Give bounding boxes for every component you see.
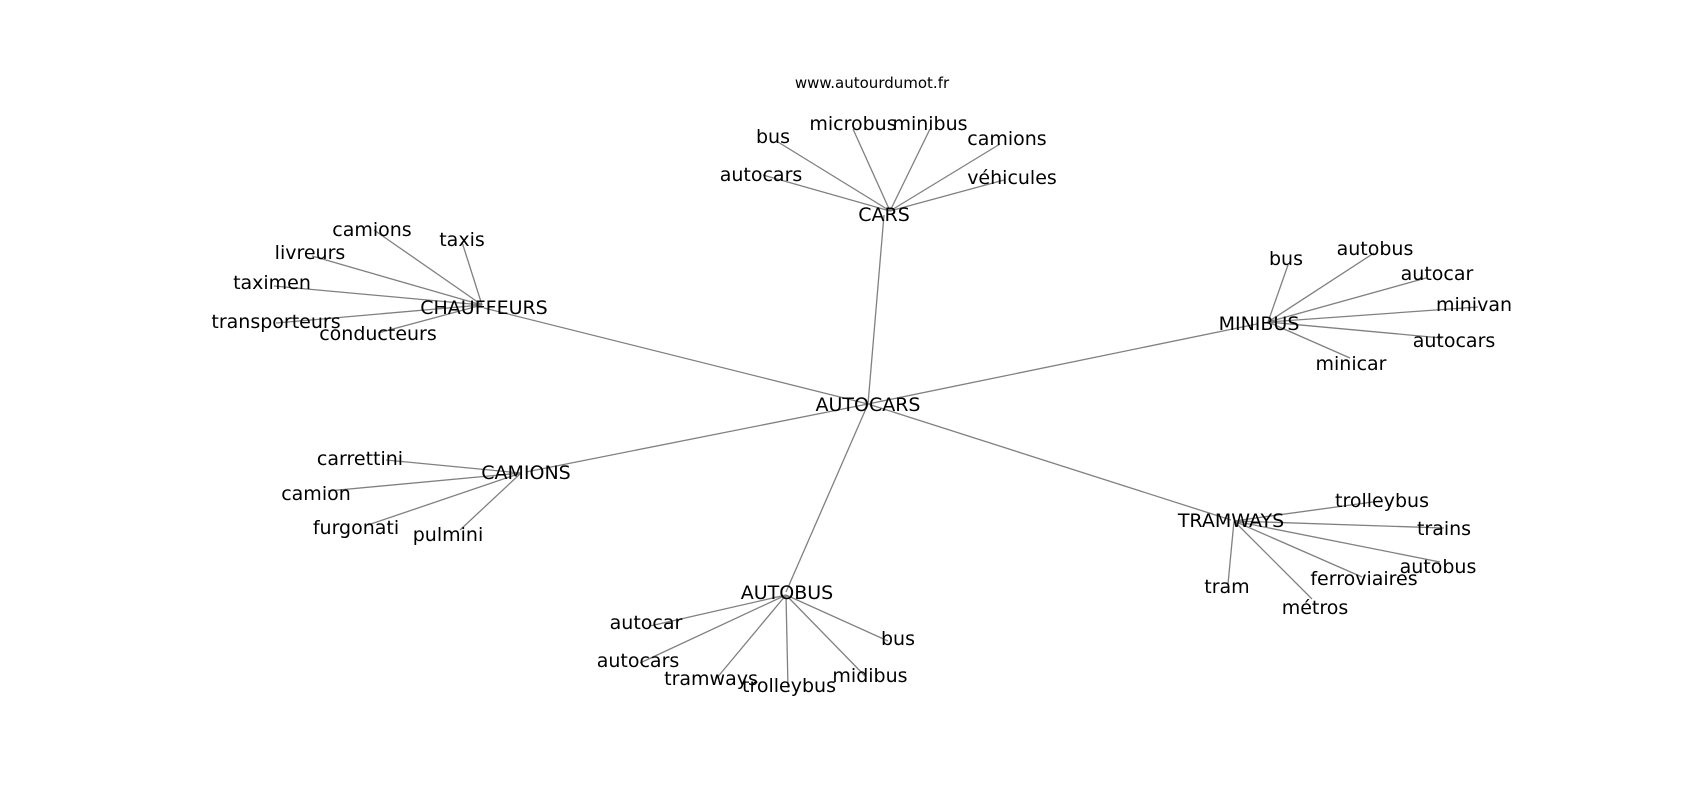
edge-cars-camions [889,143,1001,212]
leaf-tramways-metros: métros [1282,597,1349,619]
edge-root-minibus [867,323,1258,405]
edge-chauffeurs-taxis [461,241,483,306]
edge-cars-autocars [762,174,891,212]
chauffeurs-edges [273,229,483,334]
edge-tramways-trains [1233,520,1445,529]
leaf-camions-carrettini: carrettini [317,448,403,470]
leaf-cars-minibus: minibus [892,113,967,135]
leaf-chauffeurs-taximen: taximen [233,272,311,294]
minibus-edges [1267,252,1479,359]
edge-minibus-bus [1267,264,1289,323]
watermark-text: www.autourdumot.fr [795,74,950,92]
edge-cars-vehicules [889,179,1005,212]
leaf-cars-camions: camions [967,128,1046,150]
leaf-tramways-trolleybus: trolleybus [1335,490,1429,512]
leaf-minibus-autobus: autobus [1337,238,1414,260]
edge-cars-minibus [889,128,931,212]
node-root: AUTOCARS [816,394,921,416]
edge-minibus-autocar [1267,277,1427,323]
node-minibus: MINIBUS [1219,313,1300,335]
edge-camions-camion [327,472,522,492]
edge-root-chauffeurs [483,307,869,405]
leaf-tramways-ferroviaires: ferroviaires [1310,568,1417,590]
edge-autobus-midibus [785,594,867,678]
edge-autobus-autocars [639,594,787,664]
cars-edges [762,128,1005,212]
leaf-cars-vehicules: véhicules [967,167,1057,189]
leaf-chauffeurs-taxis: taxis [439,229,485,251]
leaf-minibus-minivan: minivan [1436,294,1512,316]
main-edges [483,214,1258,593]
leaf-camions-furgonati: furgonati [313,517,399,539]
leaf-tramways-trains: trains [1417,518,1471,540]
edge-cars-microbus [852,128,891,212]
edge-root-tramways [867,403,1232,521]
edge-tramways-autobus [1233,520,1441,563]
leaf-autobus-midibus: midibus [832,665,907,687]
leaf-minibus-autocar: autocar [1401,263,1474,285]
edge-chauffeurs-livreurs [311,255,483,306]
leaf-autobus-bus: bus [881,628,915,650]
edge-tramways-ferroviaires [1233,520,1363,578]
edge-chauffeurs-transporteurs [275,304,483,324]
edge-tramways-tram [1227,520,1235,585]
edge-autobus-tramways [715,594,787,680]
leaf-cars-microbus: microbus [809,113,896,135]
edge-chauffeurs-taximen [273,285,483,306]
leaf-cars-bus: bus [756,126,790,148]
edge-autobus-bus [785,594,889,642]
edge-minibus-minivan [1267,306,1479,323]
node-cars: CARS [858,204,910,226]
edge-tramways-metros [1233,520,1313,600]
node-tramways: TRAMWAYS [1177,510,1284,532]
leaf-minibus-autocars: autocars [1413,330,1496,352]
tramways-edges [1227,500,1445,600]
leaf-chauffeurs-camions: camions [332,219,411,241]
leaf-autobus-autocars: autocars [597,650,680,672]
leaf-camions-pulmini: pulmini [413,524,484,546]
edge-root-cars [867,214,885,405]
edge-camions-pulmini [459,472,522,531]
edge-root-autobus [785,403,869,593]
leaf-autobus-tramways: tramways [664,668,758,690]
edge-minibus-autobus [1267,252,1375,323]
node-camions: CAMIONS [481,462,571,484]
node-autobus: AUTOBUS [741,582,833,604]
node-chauffeurs: CHAUFFEURS [420,297,548,319]
leaf-autobus-autocar: autocar [610,612,683,634]
leaf-cars-autocars: autocars [720,164,803,186]
leaf-minibus-minicar: minicar [1315,353,1386,375]
camions-edges [327,459,522,531]
edge-cars-bus [777,141,891,212]
leaf-chauffeurs-conducteurs: conducteurs [319,323,437,345]
edge-root-camions [525,403,869,473]
leaf-minibus-bus: bus [1269,248,1303,270]
leaf-chauffeurs-transporteurs: transporteurs [211,311,340,333]
edge-minibus-minicar [1267,321,1351,359]
edge-tramways-trolleybus [1233,500,1381,522]
leaf-chauffeurs-livreurs: livreurs [275,242,346,264]
edge-camions-carrettini [385,459,522,474]
edge-minibus-autocars [1267,321,1443,339]
leaf-camions-camion: camion [281,483,351,505]
edge-chauffeurs-camions [373,229,483,306]
edge-chauffeurs-conducteurs [377,304,483,334]
autobus-edges [639,594,889,689]
leaf-tramways-autobus: autobus [1400,556,1477,578]
edge-camions-furgonati [367,472,522,526]
leaf-autobus-trolleybus: trolleybus [742,675,836,697]
edge-autobus-trolleybus [785,594,789,689]
edge-autobus-autocar [649,594,787,627]
leaf-tramways-tram: tram [1204,576,1249,598]
